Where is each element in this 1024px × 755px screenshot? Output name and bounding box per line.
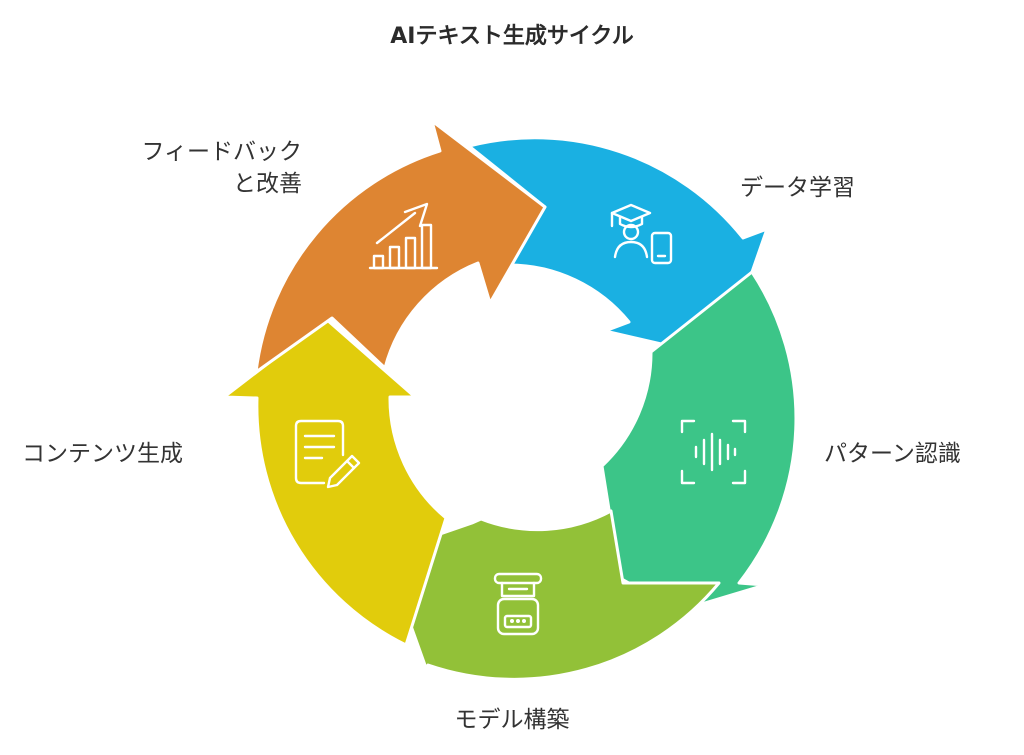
stage-label-feedback: フィードバック と改善 [70,136,302,200]
diagram-title: AIテキスト生成サイクル [390,24,634,49]
document-edit-icon [294,419,361,489]
segment-pattern-recognition [600,270,798,613]
stage-label-content-generation: コンテンツ生成 [22,441,183,467]
stage-label-data-learning: データ学習 [740,175,855,201]
sound-wave-scan-icon [680,419,747,485]
segment-model-building [383,509,721,684]
student-device-icon [610,203,673,265]
stage-label-feedback-line2: と改善 [233,171,302,197]
typewriter-icon [493,572,543,636]
stage-label-pattern-recognition: パターン認識 [824,441,961,467]
segment-feedback-improvement [254,119,547,374]
stage-label-feedback-line1: フィードバック [141,139,302,165]
stage-label-model-building: モデル構築 [454,707,570,733]
segment-content-generation [222,317,448,647]
trending-up-chart-icon [368,202,439,270]
